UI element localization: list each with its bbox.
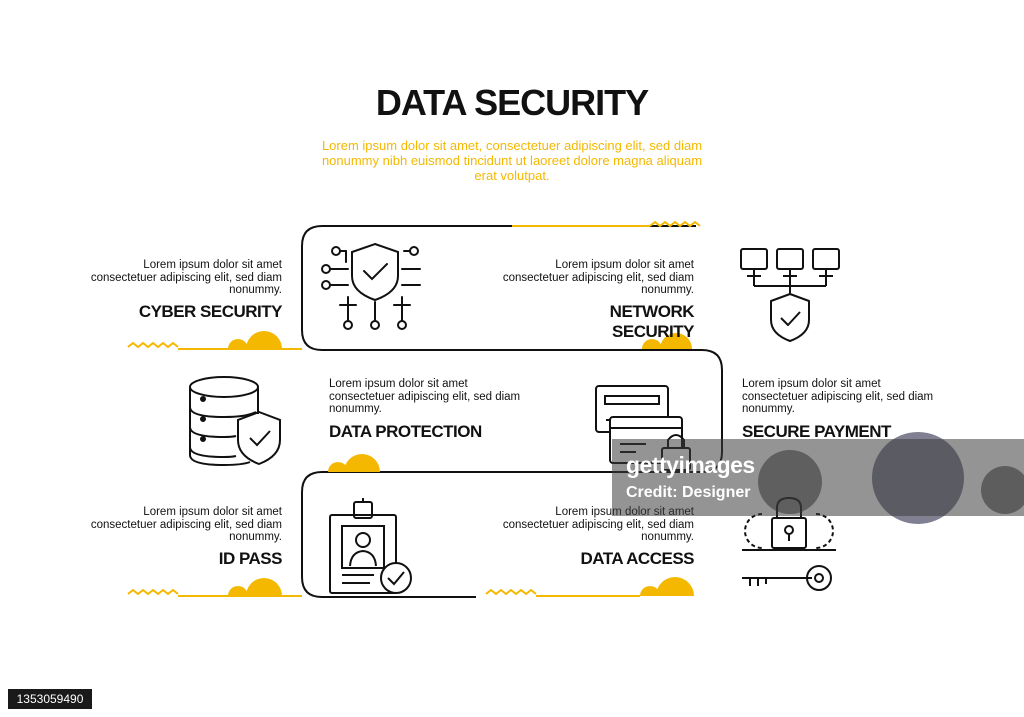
zigzag-decoration	[649, 220, 701, 228]
id-badge-check-icon	[329, 498, 412, 594]
connector-path	[301, 225, 723, 598]
data-protection-label: DATA PROTECTION	[329, 422, 482, 441]
network-security-text: Lorem ipsum dolor sit amet consectetuer …	[502, 259, 694, 296]
data-protection-text: Lorem ipsum dolor sit amet consectetuer …	[329, 378, 521, 415]
page-title: DATA SECURITY	[375, 82, 649, 123]
image-id-badge: 1353059490	[8, 689, 92, 709]
watermark-bar	[612, 439, 1024, 516]
network-security-label-2: SECURITY	[612, 322, 694, 341]
cyber-security-label: CYBER SECURITY	[138, 302, 283, 321]
data-access-label: DATA ACCESS	[580, 549, 695, 568]
cyber-security-text: Lorem ipsum dolor sit amet consectetuer …	[90, 259, 282, 296]
shield-circuit-icon	[321, 242, 421, 330]
secure-payment-label: SECURE PAYMENT	[742, 422, 891, 441]
page-subtitle: Lorem ipsum dolor sit amet, consectetuer…	[321, 138, 703, 183]
network-security-label-1: NETWORK	[609, 302, 695, 321]
footer-strip	[0, 683, 1024, 717]
watermark-credit: Credit: Designer	[626, 484, 751, 501]
id-pass-text: Lorem ipsum dolor sit amet consectetuer …	[90, 506, 282, 543]
yellow-hills	[228, 331, 694, 596]
watermark-logo: gettyimages	[626, 452, 755, 478]
database-shield-icon	[189, 376, 281, 467]
secure-payment-text: Lorem ipsum dolor sit amet consectetuer …	[742, 378, 934, 415]
network-shield-icon	[740, 248, 840, 342]
id-pass-label: ID PASS	[218, 549, 283, 568]
